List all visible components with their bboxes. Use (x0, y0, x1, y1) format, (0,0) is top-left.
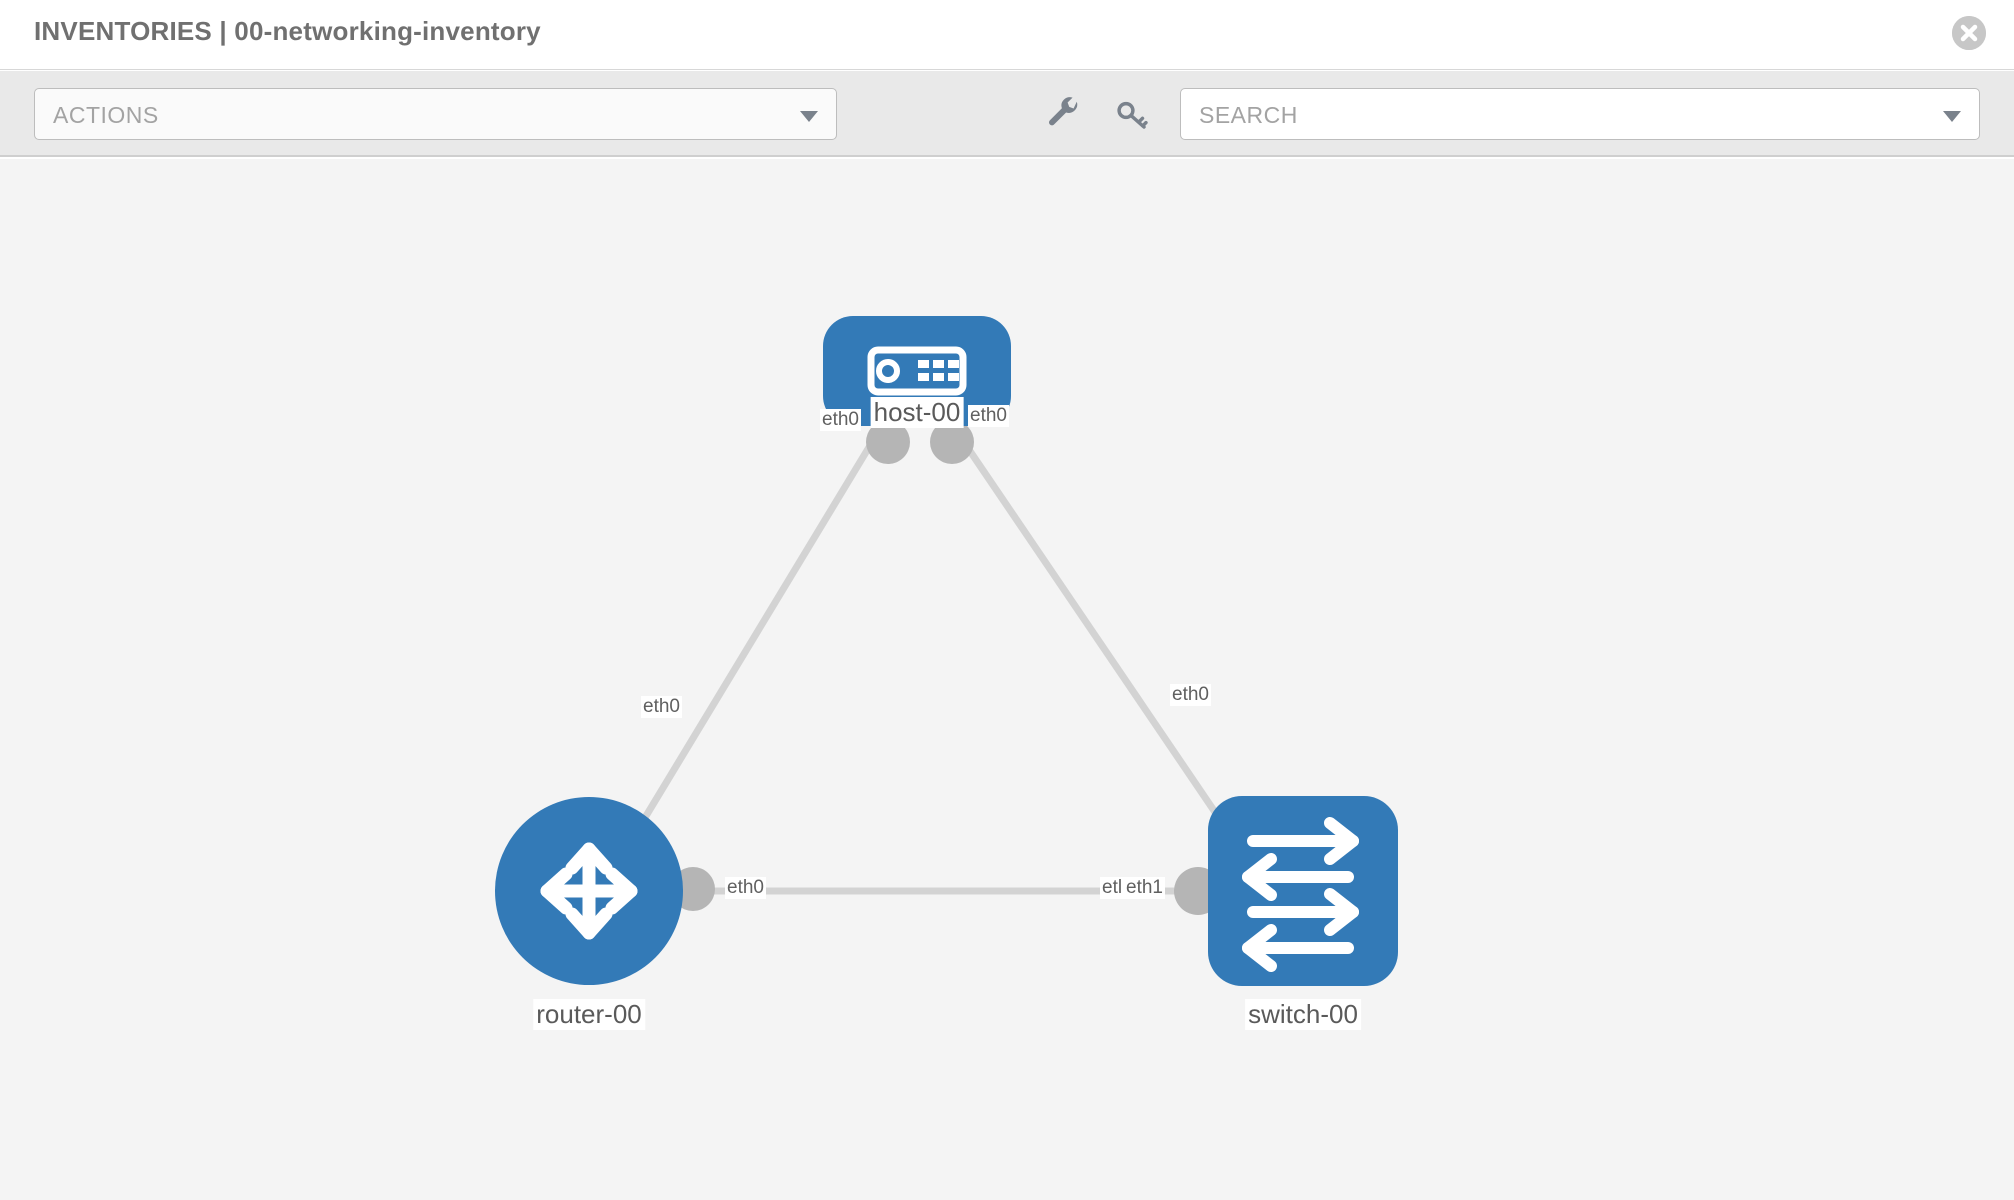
node-label-host-00: host-00 (870, 397, 964, 428)
page-header: INVENTORIES | 00-networking-inventory (0, 0, 2014, 70)
edge-label-switch-partial-eth: etl (1100, 877, 1125, 899)
edge-label-host-left-eth0: eth0 (820, 409, 861, 431)
key-icon[interactable] (1114, 97, 1150, 133)
node-switch-00[interactable] (1208, 796, 1398, 986)
edge-label-router-eth0: eth0 (725, 877, 766, 899)
interface-dot-host-left[interactable] (866, 420, 910, 464)
edge-label-switch-eth1: eth1 (1124, 877, 1165, 899)
topology-graph (495, 316, 1398, 986)
node-host-00[interactable] (823, 316, 1011, 426)
page-title: INVENTORIES | 00-networking-inventory (34, 16, 541, 46)
edge-host-router[interactable] (617, 427, 883, 861)
topology-canvas[interactable]: host-00 router-00 switch-00 eth0 eth0 et… (0, 159, 2014, 1200)
actions-dropdown-label: ACTIONS (53, 102, 159, 128)
wrench-icon[interactable] (1046, 97, 1082, 133)
edge-label-host-right-eth0: eth0 (968, 405, 1009, 427)
actions-dropdown[interactable]: ACTIONS (34, 88, 837, 140)
interface-dot-host-right[interactable] (930, 420, 974, 464)
chevron-down-icon (800, 111, 818, 122)
close-icon[interactable] (1952, 16, 1986, 50)
chevron-down-icon[interactable] (1943, 111, 1961, 122)
edge-label-router-uplink-eth0: eth0 (641, 696, 682, 718)
toolbar: ACTIONS SEARCH (0, 71, 2014, 157)
node-router-00[interactable] (495, 797, 683, 985)
edge-label-switch-uplink-eth0: eth0 (1170, 684, 1211, 706)
search-input[interactable]: SEARCH (1180, 88, 1980, 140)
search-placeholder: SEARCH (1199, 102, 1298, 128)
node-label-router-00: router-00 (533, 999, 645, 1030)
node-label-switch-00: switch-00 (1245, 999, 1361, 1030)
edge-host-switch[interactable] (952, 427, 1243, 851)
